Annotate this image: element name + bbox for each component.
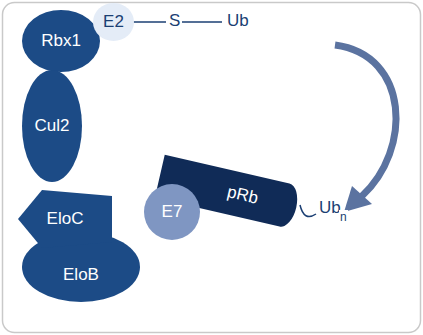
node-shape — [22, 10, 100, 72]
node-shape — [22, 70, 82, 182]
protein-name: Cul2 — [35, 116, 70, 136]
protein-name: Rbx1 — [41, 31, 81, 51]
node-shape — [18, 190, 112, 248]
subscript-label: n — [339, 210, 348, 224]
protein-name: EloB — [63, 265, 99, 285]
protein-node: EloC — [18, 190, 112, 248]
transfer-arrow — [335, 45, 396, 196]
thioester-bond — [131, 21, 166, 23]
node-shape — [22, 232, 140, 302]
protein-name: E7 — [162, 202, 183, 222]
thioester-bond — [182, 21, 222, 23]
ubiquitin-chain-link — [300, 205, 316, 217]
protein-node: E7 — [144, 184, 200, 240]
ubiquitin-label: Ub — [226, 11, 250, 31]
protein-name: EloC — [47, 209, 84, 229]
protein-node: Rbx1 — [22, 10, 100, 72]
protein-node: E2 — [93, 3, 134, 41]
protein-node: Cul2 — [22, 70, 82, 182]
transfer-arrowhead — [344, 186, 372, 212]
protein-name: E2 — [103, 12, 124, 32]
node-shape — [144, 184, 200, 240]
node-shape — [93, 3, 134, 41]
frame — [3, 3, 421, 333]
sulfur-label: S — [168, 11, 181, 31]
